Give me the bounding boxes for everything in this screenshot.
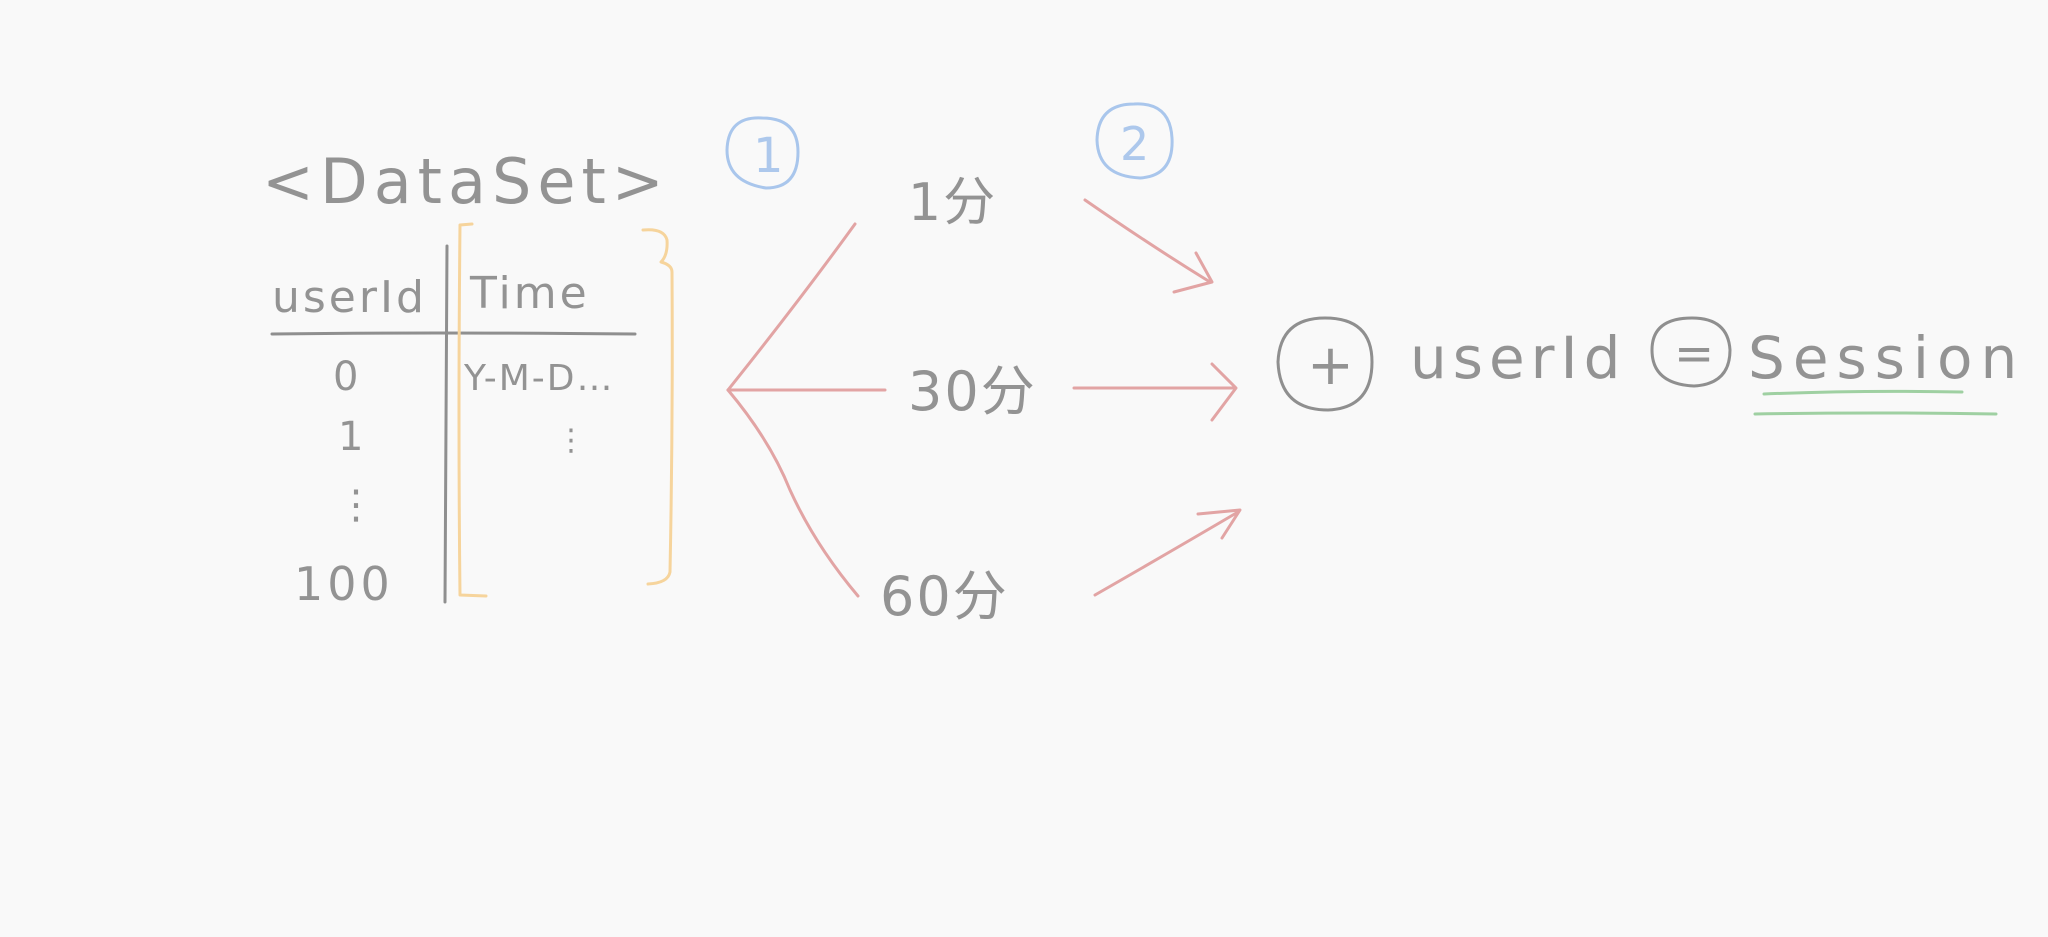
arrow-lower-shaft bbox=[1093, 510, 1240, 597]
arrow-middle-head bbox=[1210, 362, 1238, 422]
step-1-label: 1 bbox=[753, 128, 784, 184]
interval-label-1min: 1分 bbox=[908, 173, 997, 233]
session-underline-1 bbox=[1762, 389, 1964, 396]
step-2-circle bbox=[1095, 102, 1174, 180]
result-output-session: Session bbox=[1748, 324, 2025, 392]
step-1-circle bbox=[725, 116, 800, 190]
plus-symbol: + bbox=[1307, 333, 1354, 398]
plus-circle bbox=[1276, 316, 1374, 412]
table-column-divider bbox=[443, 244, 449, 604]
table-cell-time-0: Y-M-D… bbox=[463, 358, 614, 399]
fork-line-upper bbox=[726, 222, 857, 392]
table-cell-userid-100: 100 bbox=[294, 557, 394, 611]
session-underline-2 bbox=[1753, 411, 1998, 416]
table-cell-userid-1: 1 bbox=[338, 414, 363, 460]
table-header-time: Time bbox=[469, 268, 590, 319]
equals-symbol: = bbox=[1674, 326, 1714, 382]
interval-label-30min: 30分 bbox=[908, 360, 1037, 423]
table-cell-userid-0: 0 bbox=[333, 354, 358, 400]
table-cell-time-ellipsis: ⋮ bbox=[556, 423, 586, 458]
arrow-upper-head bbox=[1172, 251, 1214, 294]
time-column-left-bracket bbox=[457, 222, 488, 598]
interval-label-60min: 60分 bbox=[880, 565, 1009, 628]
arrow-lower-head bbox=[1196, 508, 1242, 540]
time-column-right-brace bbox=[641, 228, 674, 586]
table-cell-userid-ellipsis: ⋮ bbox=[336, 482, 376, 528]
dataset-title: <DataSet> bbox=[262, 145, 670, 218]
equals-circle bbox=[1650, 316, 1732, 388]
step-2-label: 2 bbox=[1120, 117, 1149, 171]
arrow-upper-shaft bbox=[1083, 198, 1212, 284]
table-header-rule bbox=[270, 331, 637, 336]
result-key-userid: userId bbox=[1410, 324, 1626, 392]
table-header-userid: userId bbox=[272, 272, 427, 323]
fork-line-lower bbox=[726, 388, 860, 598]
